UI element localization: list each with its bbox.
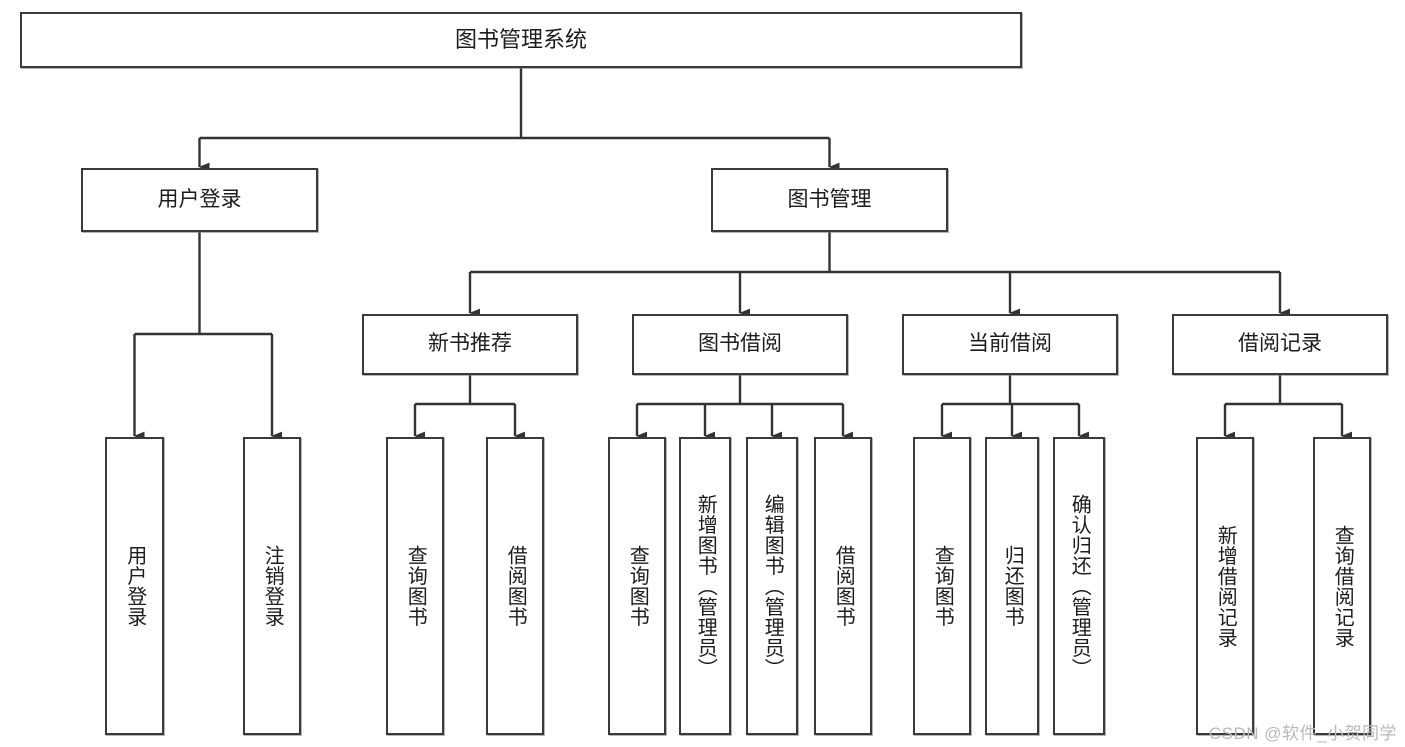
node-borrow-record[interactable]: 借阅记录 bbox=[1172, 314, 1388, 375]
node-label: 查询图书 bbox=[931, 545, 954, 627]
node-leaf-query-record[interactable]: 查询借阅记录 bbox=[1313, 437, 1371, 735]
node-leaf-add-book[interactable]: 新增图书（管理员） bbox=[679, 437, 731, 735]
node-root[interactable]: 图书管理系统 bbox=[20, 12, 1022, 68]
node-label: 借阅图书 bbox=[504, 545, 527, 627]
node-label: 借阅记录 bbox=[1238, 332, 1322, 356]
node-label: 图书管理 bbox=[787, 187, 872, 211]
node-leaf-query-book-1[interactable]: 查询图书 bbox=[386, 437, 444, 735]
node-label: 图书管理系统 bbox=[454, 27, 587, 53]
node-leaf-user-login[interactable]: 用户登录 bbox=[105, 437, 164, 735]
node-book-borrow[interactable]: 图书借阅 bbox=[632, 314, 848, 375]
node-leaf-add-record[interactable]: 新增借阅记录 bbox=[1196, 437, 1254, 735]
connector-lines bbox=[133, 68, 1353, 441]
node-label: 查询借阅记录 bbox=[1331, 524, 1354, 648]
node-user-login[interactable]: 用户登录 bbox=[81, 168, 318, 232]
node-leaf-confirm-return[interactable]: 确认归还（管理员） bbox=[1053, 437, 1105, 735]
node-leaf-logout[interactable]: 注销登录 bbox=[243, 437, 301, 735]
node-label: 注销登录 bbox=[261, 545, 284, 627]
node-label: 编辑图书（管理员） bbox=[761, 493, 784, 679]
node-label: 新增图书（管理员） bbox=[694, 493, 717, 679]
node-label: 借阅图书 bbox=[832, 545, 855, 627]
node-new-book-rec[interactable]: 新书推荐 bbox=[362, 314, 578, 375]
node-leaf-borrow-book-2[interactable]: 借阅图书 bbox=[814, 437, 872, 735]
csdn-watermark: CSDN @软件_小贺同学 bbox=[1208, 724, 1397, 743]
node-label: 新增借阅记录 bbox=[1214, 524, 1237, 648]
node-label: 用户登录 bbox=[123, 545, 146, 627]
node-label: 查询图书 bbox=[626, 545, 649, 627]
node-leaf-query-book-3[interactable]: 查询图书 bbox=[913, 437, 971, 735]
node-leaf-return-book[interactable]: 归还图书 bbox=[985, 437, 1039, 735]
node-label: 用户登录 bbox=[157, 187, 242, 211]
node-label: 归还图书 bbox=[1001, 545, 1024, 627]
node-leaf-edit-book[interactable]: 编辑图书（管理员） bbox=[746, 437, 798, 735]
node-label: 当前借阅 bbox=[968, 332, 1052, 356]
node-label: 图书借阅 bbox=[698, 332, 782, 356]
node-current-borrow[interactable]: 当前借阅 bbox=[902, 314, 1118, 375]
node-label: 确认归还（管理员） bbox=[1068, 493, 1091, 679]
node-label: 查询图书 bbox=[404, 545, 427, 627]
node-label: 新书推荐 bbox=[428, 332, 512, 356]
node-leaf-query-book-2[interactable]: 查询图书 bbox=[608, 437, 666, 735]
node-book-mgmt[interactable]: 图书管理 bbox=[711, 168, 948, 232]
node-leaf-borrow-book-1[interactable]: 借阅图书 bbox=[486, 437, 544, 735]
